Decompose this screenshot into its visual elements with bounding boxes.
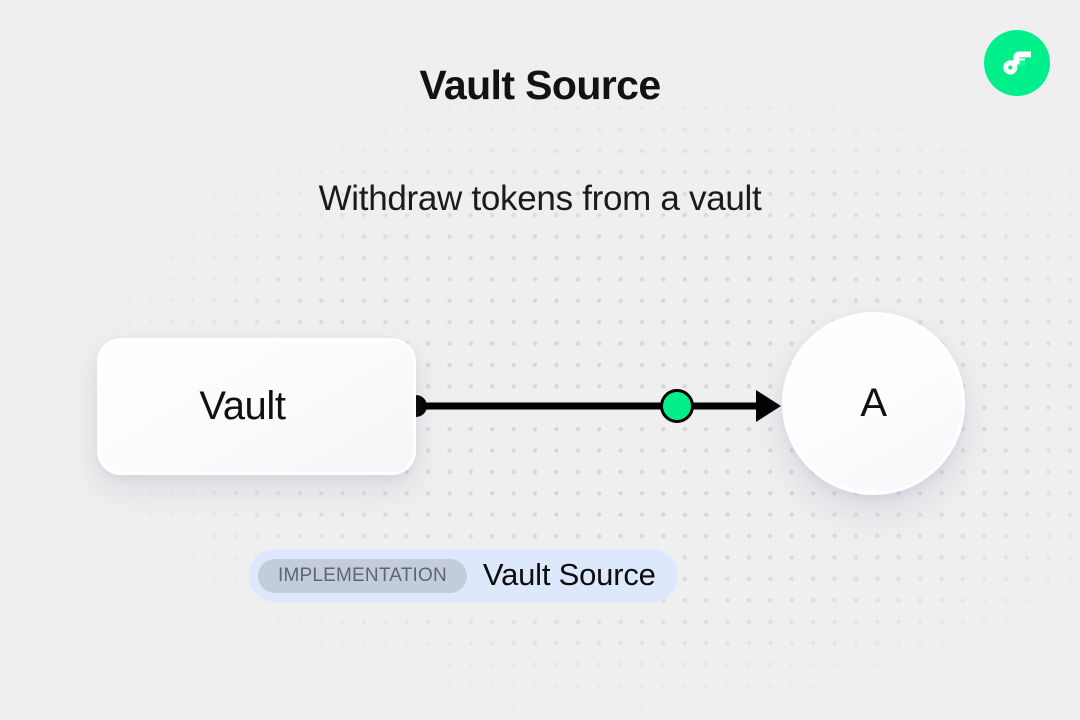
edge-midpoint-node[interactable]	[660, 389, 694, 423]
node-a-label: A	[860, 381, 887, 425]
implementation-tag-label: IMPLEMENTATION	[258, 558, 467, 593]
node-a[interactable]: A	[782, 312, 965, 495]
node-vault[interactable]: Vault	[97, 338, 416, 475]
page-subtitle: Withdraw tokens from a vault	[318, 179, 762, 218]
page-title: Vault Source	[419, 62, 661, 108]
flow-logo-icon	[984, 30, 1050, 96]
implementation-badge[interactable]: IMPLEMENTATION Vault Source	[249, 549, 678, 602]
implementation-name-label: Vault Source	[482, 557, 656, 592]
node-vault-label: Vault	[199, 384, 286, 428]
